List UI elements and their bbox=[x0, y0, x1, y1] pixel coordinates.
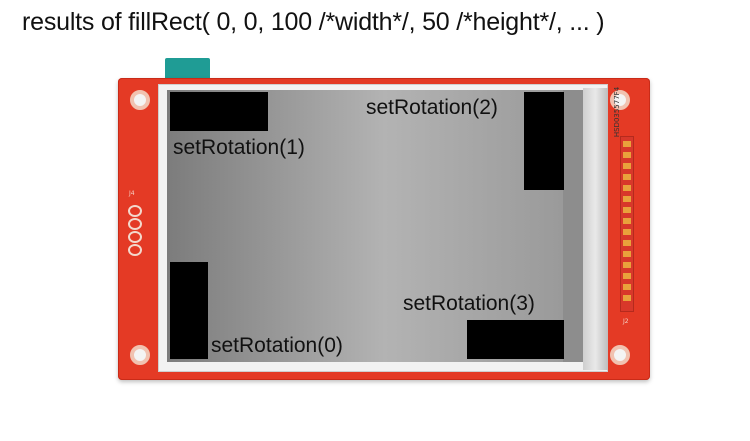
part-number-label: HSD035577F4 bbox=[613, 86, 622, 138]
mount-hole-bottom-left bbox=[130, 345, 150, 365]
mount-hole-bottom-right bbox=[610, 345, 630, 365]
label-rotation-1: setRotation(1) bbox=[173, 136, 305, 159]
j4-pads bbox=[128, 205, 142, 256]
mount-hole-top-right bbox=[610, 90, 630, 110]
rect-rotation-2 bbox=[524, 92, 564, 190]
label-rotation-2: setRotation(2) bbox=[366, 96, 498, 119]
lcd-screen-edge bbox=[563, 90, 583, 362]
mount-hole-top-left bbox=[130, 90, 150, 110]
j4-label: J4 bbox=[129, 190, 135, 197]
pin-header-j2 bbox=[620, 136, 634, 312]
rect-rotation-3 bbox=[467, 320, 564, 359]
rect-rotation-1 bbox=[170, 92, 268, 131]
label-rotation-3: setRotation(3) bbox=[403, 292, 535, 315]
label-rotation-0: setRotation(0) bbox=[211, 334, 343, 357]
flex-cable-strip bbox=[583, 88, 608, 370]
j2-label: J2 bbox=[623, 318, 629, 325]
rect-rotation-0 bbox=[170, 262, 208, 359]
lcd-screen bbox=[167, 90, 563, 362]
caption: results of fillRect( 0, 0, 100 /*width*/… bbox=[22, 8, 605, 36]
